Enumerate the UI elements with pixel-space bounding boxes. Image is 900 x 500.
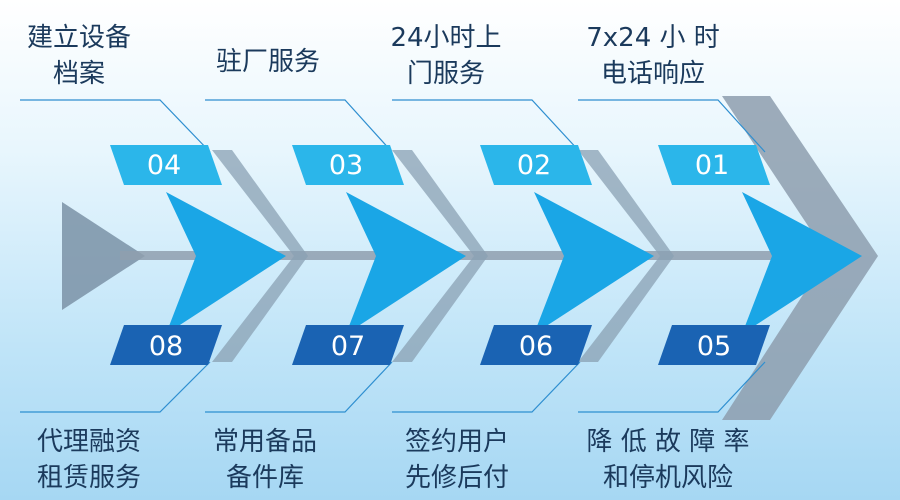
arrow-chevron <box>534 192 654 334</box>
badge-number: 07 <box>331 331 365 362</box>
badge-top-01 <box>658 145 770 185</box>
rib-shadow <box>578 150 674 256</box>
arrow-chevron <box>346 192 466 334</box>
rib-shadow <box>392 256 488 362</box>
caption-bottom-07: 常用备品 备件库 <box>180 424 350 496</box>
caption-line: 先修后付 <box>404 463 509 493</box>
caption-line: 档案 <box>52 59 105 89</box>
badge-bottom-05 <box>658 325 770 365</box>
badge-number: 06 <box>519 331 553 362</box>
badge-bottom-08 <box>110 325 222 365</box>
badge-top-02 <box>480 145 592 185</box>
caption-line: 代理融资 <box>36 427 141 457</box>
caption-line: 常用备品 <box>212 427 317 457</box>
connector-line <box>205 361 393 413</box>
caption-line: 7x24 小 时 <box>586 23 720 53</box>
badge-number: 01 <box>695 150 729 181</box>
caption-line: 门服务 <box>406 59 485 89</box>
caption-line: 签约用户 <box>404 427 509 457</box>
caption-bottom-06: 签约用户 先修后付 <box>372 424 542 496</box>
caption-line: 电话响应 <box>600 59 705 89</box>
connector-line <box>20 99 211 153</box>
connector-line <box>578 361 766 413</box>
badge-number: 04 <box>147 150 181 181</box>
rib-shadow <box>578 256 674 362</box>
badge-number: 05 <box>697 331 731 362</box>
caption-line: 备件库 <box>225 463 304 493</box>
rib-shadow <box>392 150 488 256</box>
badge-top-03 <box>292 145 404 185</box>
rib-shadow <box>212 256 308 362</box>
caption-line: 驻厂服务 <box>215 47 320 77</box>
badge-top-04 <box>110 145 222 185</box>
connector-line <box>20 361 211 413</box>
badge-number: 08 <box>149 331 183 362</box>
badge-bottom-07 <box>292 325 404 365</box>
caption-line: 建立设备 <box>26 23 131 53</box>
caption-line: 和停机风险 <box>602 463 733 493</box>
badge-bottom-06 <box>480 325 592 365</box>
caption-top-03: 驻厂服务 <box>183 44 353 80</box>
caption-top-04: 建立设备 档案 <box>0 20 164 92</box>
caption-top-02: 24小时上 门服务 <box>361 20 531 92</box>
caption-line: 降 低 故 障 率 <box>586 427 750 457</box>
connector-line <box>205 99 393 153</box>
caption-line: 租赁服务 <box>36 463 141 493</box>
caption-top-01: 7x24 小 时 电话响应 <box>568 20 738 92</box>
rib-shadow <box>212 150 308 256</box>
fish-tail <box>62 202 145 310</box>
connector-line <box>578 99 766 153</box>
arrow-chevron <box>742 192 862 334</box>
caption-bottom-08: 代理融资 租赁服务 <box>4 424 174 496</box>
caption-line: 24小时上 <box>390 23 502 53</box>
arrow-chevron <box>166 192 286 334</box>
connector-line <box>392 361 581 413</box>
connector-line <box>392 99 581 153</box>
badge-number: 03 <box>329 150 363 181</box>
caption-bottom-05: 降 低 故 障 率 和停机风险 <box>573 424 763 496</box>
fish-spine <box>120 251 820 260</box>
badge-number: 02 <box>517 150 551 181</box>
